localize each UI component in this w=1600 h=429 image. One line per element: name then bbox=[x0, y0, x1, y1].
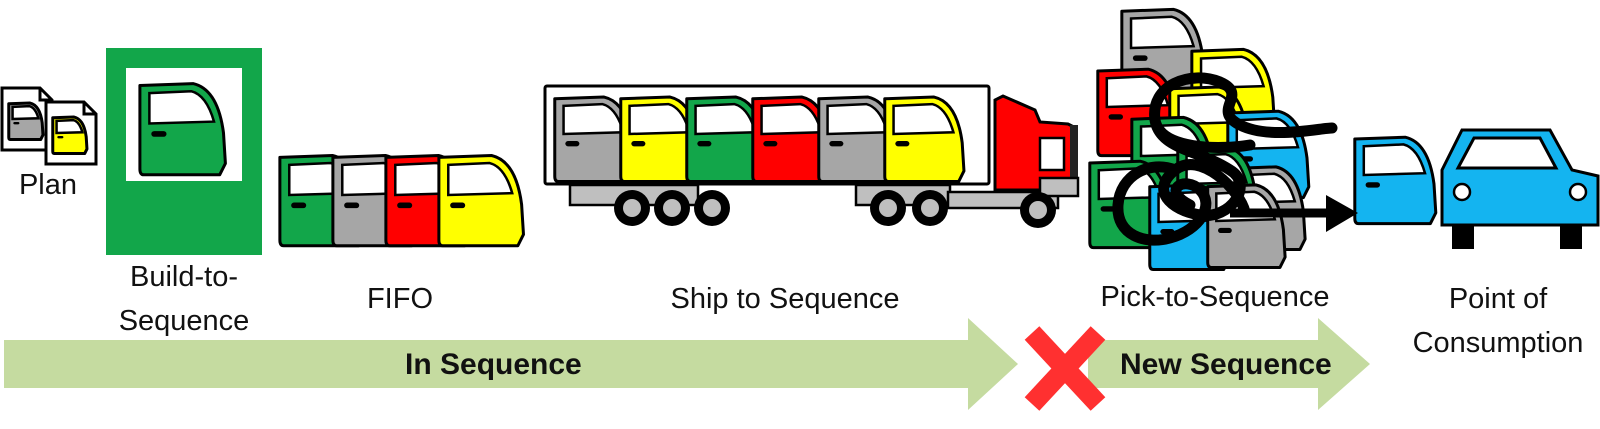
car-door-icon bbox=[138, 82, 227, 177]
car-door-icon bbox=[817, 95, 900, 184]
tangled-path-icon bbox=[1112, 72, 1338, 246]
car-door-icon bbox=[1353, 135, 1438, 226]
car-door-icon bbox=[1206, 183, 1287, 269]
x-mark-icon bbox=[1024, 326, 1106, 411]
wheel bbox=[912, 190, 948, 226]
car-door-icon bbox=[7, 101, 45, 142]
car-icon bbox=[1440, 128, 1600, 249]
fifo-label: FIFO bbox=[366, 283, 434, 315]
new-sequence-arrow bbox=[1088, 318, 1370, 410]
car-door-icon bbox=[883, 95, 966, 184]
wheel bbox=[1020, 192, 1056, 228]
wheel bbox=[870, 190, 906, 226]
wheel bbox=[694, 190, 730, 226]
car-door-icon bbox=[437, 154, 525, 248]
point-of-consumption-line2: Consumption bbox=[1412, 327, 1584, 359]
wheel bbox=[654, 190, 690, 226]
in-sequence-arrow bbox=[4, 318, 1018, 410]
car-door-icon bbox=[685, 95, 768, 184]
build-to-sequence-label-line1: Build-to- bbox=[130, 261, 238, 293]
plan-label: Plan bbox=[18, 169, 78, 201]
pick-to-consumption-arrow bbox=[1230, 195, 1358, 232]
ship-to-sequence-label: Ship to Sequence bbox=[670, 283, 900, 315]
build-to-sequence-label-line2: Sequence bbox=[118, 305, 250, 337]
pick-to-sequence-label: Pick-to-Sequence bbox=[1100, 281, 1330, 313]
point-of-consumption-line1: Point of bbox=[1448, 283, 1548, 315]
car-door-icon bbox=[51, 115, 89, 156]
wheel bbox=[614, 190, 650, 226]
car-door-icon bbox=[553, 95, 636, 184]
new-sequence-label: New Sequence bbox=[1120, 348, 1332, 381]
in-sequence-label: In Sequence bbox=[405, 348, 582, 381]
